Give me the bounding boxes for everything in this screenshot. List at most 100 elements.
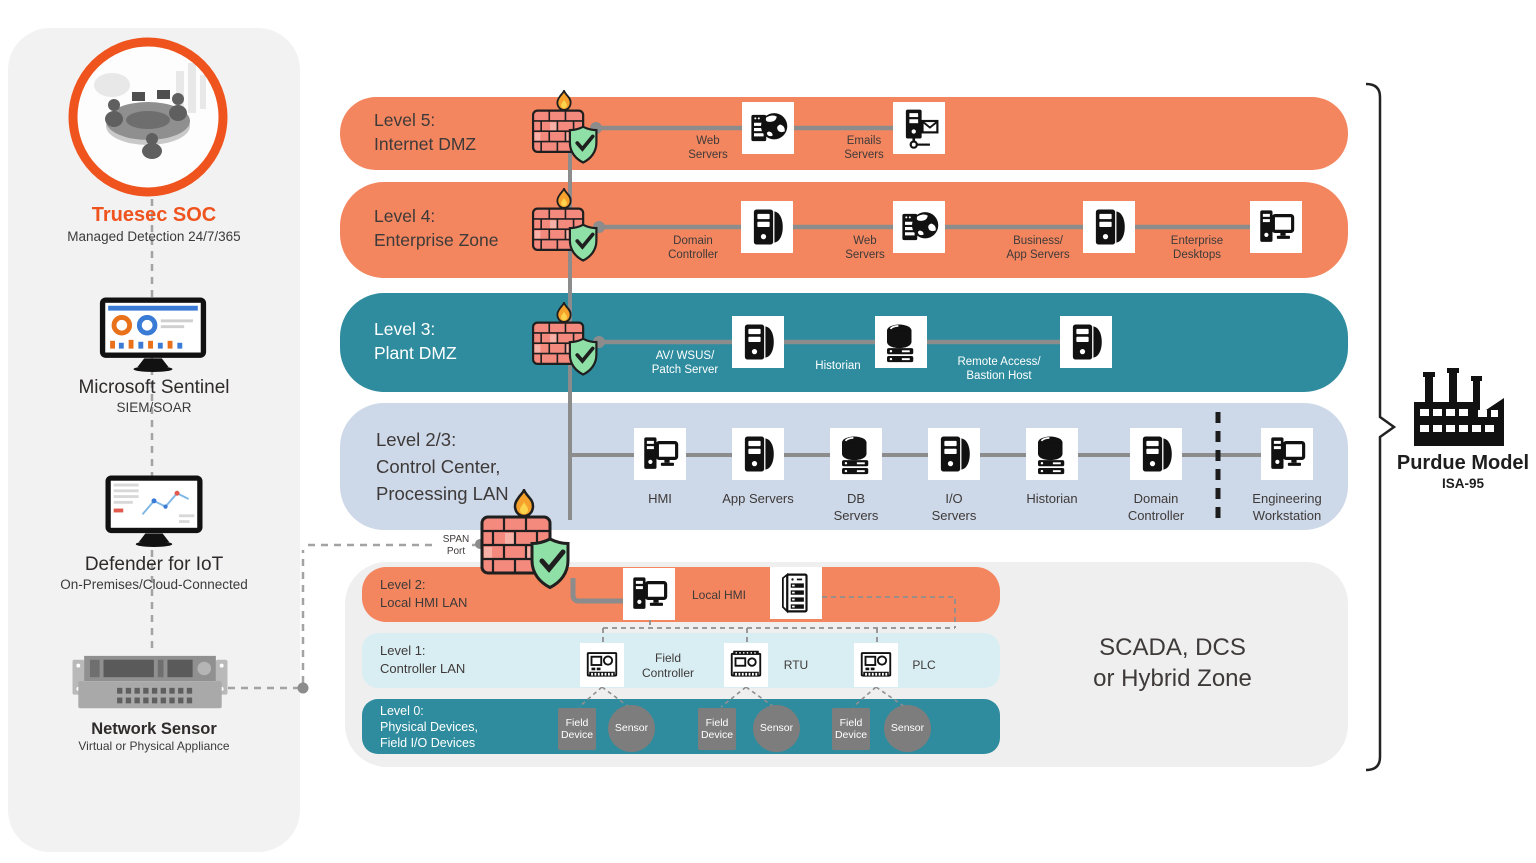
firewall-level5-icon: [527, 90, 601, 171]
scada-zone-label: SCADA, DCS or Hybrid Zone: [1093, 634, 1252, 692]
rtu-node: [724, 643, 768, 687]
web-servers-l5-node: [742, 102, 794, 154]
soc-subtitle: Managed Detection 24/7/365: [67, 229, 241, 244]
enterprise-desktops-node: [1250, 201, 1302, 253]
level1-title: Level 1: Controller LAN: [380, 642, 465, 678]
level3-title: Level 3: Plant DMZ: [374, 317, 457, 365]
level4-band: [340, 182, 1348, 278]
domain-controller-l4-node: [741, 201, 793, 253]
database-icon: [835, 433, 877, 475]
level2-label: Level 2:: [380, 577, 426, 592]
sensor-junction-dot: [297, 682, 309, 694]
db-servers-node: [830, 428, 882, 480]
domain-controller-l4-label: Domain Controller: [668, 235, 718, 261]
io-servers-node: [928, 428, 980, 480]
rtu-to-device-dashed: [720, 686, 775, 708]
historian-l3-label: Historian: [815, 360, 861, 372]
workstation-icon: [1266, 433, 1308, 475]
level5-title: Level 5: Internet DMZ: [374, 108, 476, 156]
purdue-bracket: [1365, 82, 1397, 772]
sensor-3: Sensor: [884, 705, 931, 752]
sensor-1: Sensor: [608, 705, 655, 752]
soc-illustration-icon: [68, 37, 228, 197]
network-sensor-title: Network Sensor: [91, 720, 217, 738]
rtu-label: RTU: [783, 658, 809, 672]
plc-label: PLC: [912, 658, 936, 672]
server-icon: [933, 433, 975, 475]
level2-title: Level 2: Local HMI LAN: [380, 576, 467, 612]
business-app-servers-label: Business/ App Servers: [1006, 235, 1070, 261]
historian-l23-label: Historian: [1026, 491, 1078, 506]
historian-l3-node: [875, 316, 927, 368]
level3-name: Plant DMZ: [374, 343, 457, 363]
av-wsus-label: AV/ WSUS/ Patch Server: [651, 350, 719, 376]
firewall-ot-icon: [474, 489, 574, 599]
level2-band: [362, 567, 1000, 622]
sentinel-title: Microsoft Sentinel: [78, 377, 230, 398]
level0-name: Physical Devices, Field I/O Devices: [380, 720, 478, 750]
historian-l23-node: [1026, 428, 1078, 480]
plc-icon: [858, 647, 894, 683]
field-device-2: Field Device: [698, 708, 736, 750]
server-icon: [737, 433, 779, 475]
web-servers-l5-label: Web Servers: [688, 135, 728, 161]
span-port-label: SPAN Port: [442, 534, 470, 557]
server-icon: [1065, 321, 1107, 363]
remote-access-label: Remote Access/ Bastion Host: [957, 356, 1041, 382]
field-controller-label: Field Controller: [641, 651, 695, 680]
level23-label: Level 2/3:: [376, 429, 457, 450]
field-controller-node: [580, 643, 624, 687]
remote-access-node: [1060, 316, 1112, 368]
db-servers-label: DB Servers: [833, 491, 879, 523]
factory-icon: [1405, 366, 1517, 450]
level5-name: Internet DMZ: [374, 134, 477, 154]
plc-to-device-dashed: [852, 686, 906, 708]
field-device-1: Field Device: [558, 708, 596, 750]
local-hmi-label: Local HMI: [691, 588, 747, 602]
purdue-model-title: Purdue Model: [1396, 452, 1530, 474]
firewall-level4-icon: [527, 188, 601, 269]
sentinel-subtitle: SIEM/SOAR: [116, 400, 192, 415]
server-icon: [1135, 433, 1177, 475]
plc-icon: [584, 647, 620, 683]
sensor-2: Sensor: [753, 705, 800, 752]
control-cabinet-node: [770, 567, 822, 619]
level23-title: Level 2/3: Control Center, Processing LA…: [376, 426, 509, 507]
server-icon: [746, 206, 788, 248]
fc-to-device-dashed: [578, 686, 630, 708]
enterprise-desktops-label: Enterprise Desktops: [1170, 235, 1224, 261]
web-servers-l4-label: Web Servers: [845, 235, 885, 261]
level2-name: Local HMI LAN: [380, 595, 468, 610]
workstation-icon: [1255, 206, 1297, 248]
field-device-3: Field Device: [832, 708, 870, 750]
email-servers-node: [893, 102, 945, 154]
app-servers-label: App Servers: [722, 491, 794, 506]
domain-controller-l23-node: [1130, 428, 1182, 480]
level0-title: Level 0: Physical Devices, Field I/O Dev…: [380, 703, 478, 751]
level1-name: Controller LAN: [380, 661, 466, 676]
level2-elbow: [570, 578, 626, 604]
defender-title: Defender for IoT: [84, 554, 224, 575]
purdue-model-subtitle: ISA-95: [1441, 476, 1485, 491]
database-icon: [880, 321, 922, 363]
web-servers-l4-node: [893, 201, 945, 253]
business-app-servers-node: [1083, 201, 1135, 253]
workstation-icon: [628, 573, 670, 615]
hmi-node: [634, 428, 686, 480]
level4-name: Enterprise Zone: [374, 230, 499, 250]
level23-name: Control Center, Processing LAN: [376, 456, 509, 504]
engineering-workstation-label: Engineering Workstation: [1252, 491, 1322, 523]
workstation-icon: [639, 433, 681, 475]
level5-band: [340, 97, 1348, 170]
av-wsus-node: [732, 316, 784, 368]
email-servers-label: Emails Servers: [844, 135, 884, 161]
cabinet-link-dashed: [822, 596, 956, 628]
level5-label: Level 5:: [374, 110, 436, 130]
level1-label: Level 1:: [380, 643, 426, 658]
database-icon: [1031, 433, 1073, 475]
app-servers-node: [732, 428, 784, 480]
domain-controller-l23-label: Domain Controller: [1127, 491, 1185, 523]
firewall-level3-icon: [527, 302, 601, 383]
cabinet-icon: [775, 572, 817, 614]
